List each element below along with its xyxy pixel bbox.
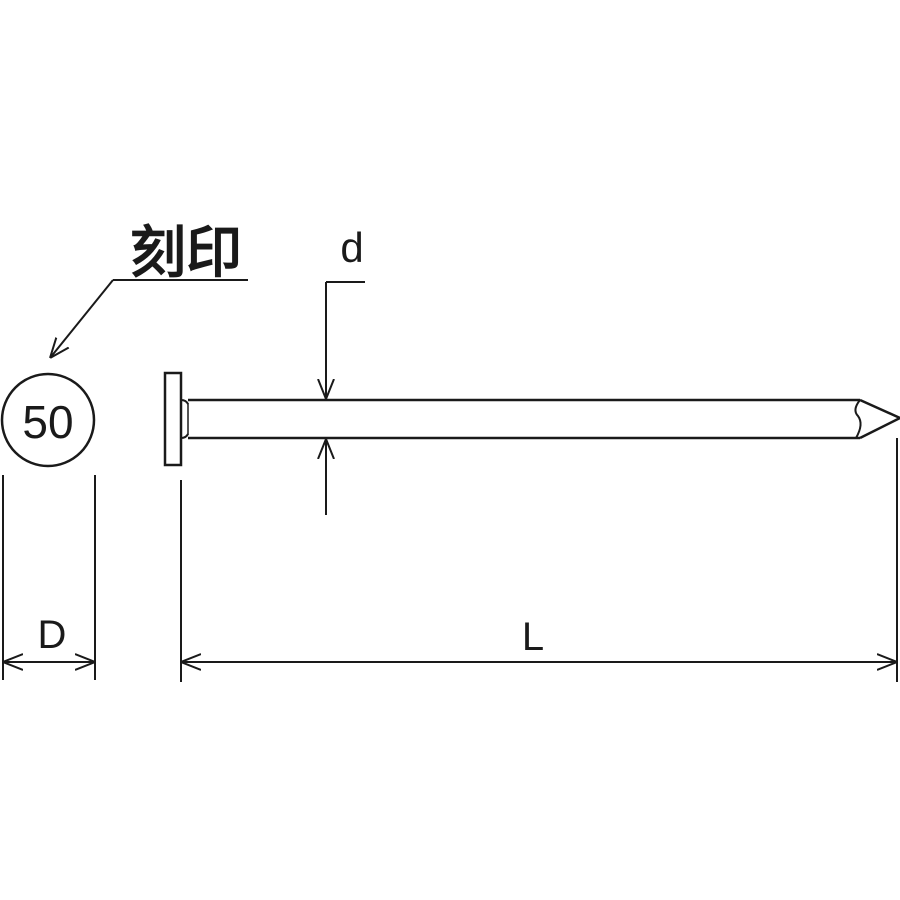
- nail-head-side: [163, 371, 183, 467]
- shank-diameter-label: d: [340, 224, 363, 271]
- marking-label: 刻印: [130, 221, 242, 284]
- marking-leader-arrow: [50, 279, 114, 358]
- nail-head-end-view: [0, 372, 96, 468]
- head-diameter-label: D: [38, 613, 67, 657]
- nail-point: [859, 398, 900, 440]
- nail-point-grip-mark: [854, 399, 862, 439]
- stamp-number: 50: [22, 396, 73, 448]
- length-label: L: [522, 615, 544, 659]
